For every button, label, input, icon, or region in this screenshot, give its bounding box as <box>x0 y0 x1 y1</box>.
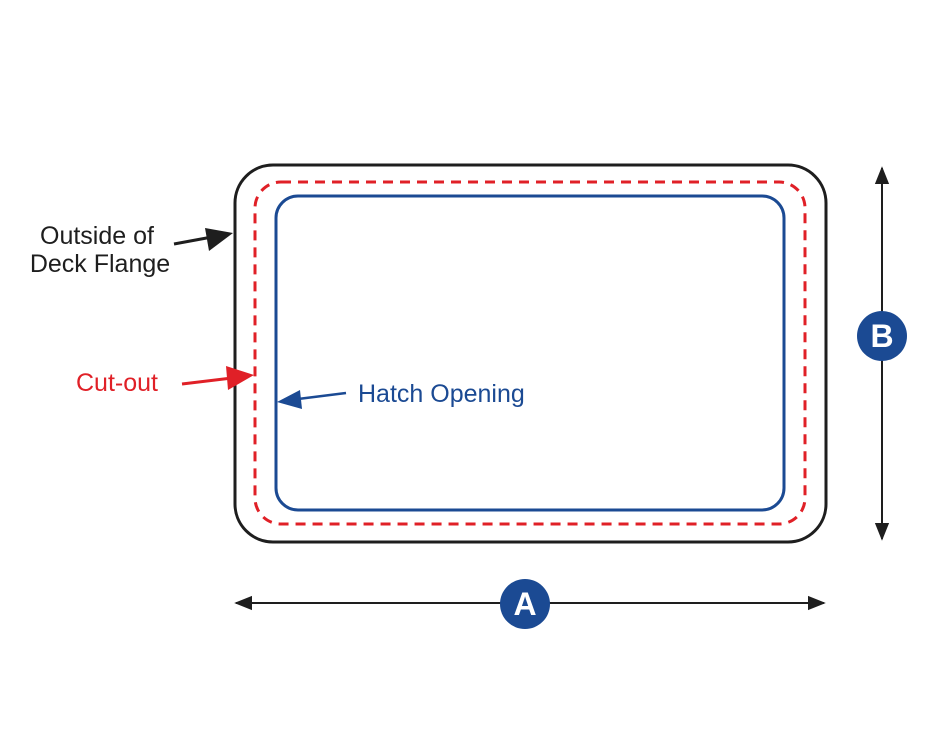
dimension-b-badge: B <box>857 311 907 361</box>
hatch-opening-label: Hatch Opening <box>358 380 525 408</box>
dimension-b-label: B <box>870 318 893 354</box>
hatch-opening-arrow <box>277 390 347 409</box>
hatch-opening-outline <box>274 194 786 512</box>
cutout-arrow <box>181 366 254 390</box>
cutout-label: Cut-out <box>76 369 158 397</box>
deck-flange-outline <box>233 163 828 544</box>
outside-flange-label-line1: Outside of <box>40 222 154 250</box>
dimension-a-label: A <box>513 586 536 622</box>
outside-flange-label-line2: Deck Flange <box>30 250 170 278</box>
cutout-outline <box>253 180 807 526</box>
outside-flange-arrow <box>173 228 233 251</box>
dimension-a-badge: A <box>500 579 550 629</box>
